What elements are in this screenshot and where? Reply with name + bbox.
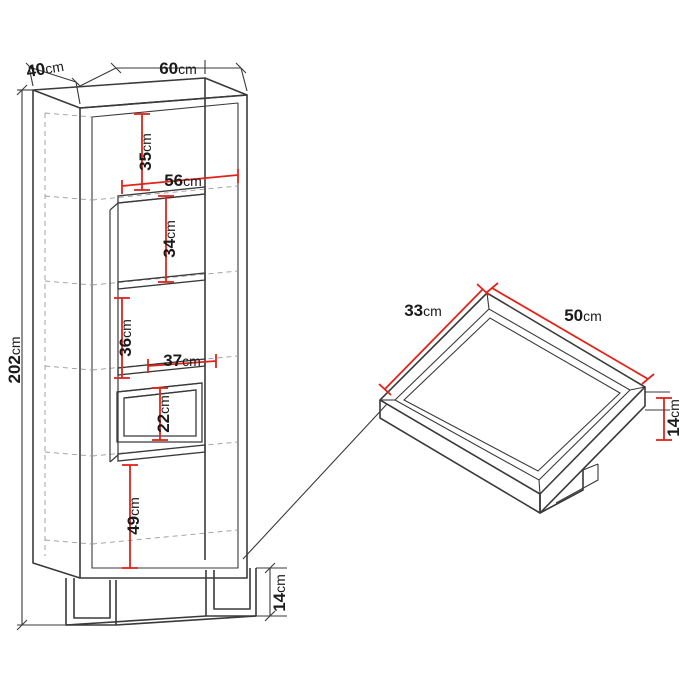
label-compartment-4-height: 49cm	[124, 497, 143, 535]
label-leg-height: 14cm	[270, 574, 289, 612]
svg-text:50cm: 50cm	[564, 306, 602, 325]
svg-text:60cm: 60cm	[159, 59, 197, 78]
svg-text:36cm: 36cm	[116, 319, 135, 357]
svg-text:34cm: 34cm	[160, 220, 179, 258]
svg-text:49cm: 49cm	[124, 497, 143, 535]
drawer-dimension-extension-lines	[645, 391, 670, 411]
cabinet-divider	[109, 202, 119, 463]
svg-text:14cm: 14cm	[664, 399, 683, 437]
cabinet-outline	[32, 77, 248, 579]
label-compartment-3-width: 37cm	[163, 351, 201, 370]
label-drawer-depth: 33cm	[404, 301, 442, 320]
label-compartment-3-height: 36cm	[116, 319, 135, 357]
cabinet-base-frame	[65, 568, 257, 626]
label-cabinet-depth: 40cm	[25, 56, 65, 81]
label-compartment-1-height: 35cm	[136, 133, 155, 171]
svg-text:33cm: 33cm	[404, 301, 442, 320]
label-drawer-width: 50cm	[564, 306, 602, 325]
svg-text:56cm: 56cm	[164, 171, 202, 190]
drawer-outline	[379, 292, 646, 514]
svg-text:14cm: 14cm	[270, 574, 289, 612]
label-drawer-height: 14cm	[664, 399, 683, 437]
cabinet-inner-frame	[91, 102, 239, 569]
cabinet-overall-dimension-lines	[16, 60, 287, 631]
label-cabinet-height: 202cm	[5, 336, 24, 383]
svg-text:22cm: 22cm	[154, 395, 173, 433]
label-shelf-inner-width: 56cm	[164, 171, 202, 190]
drawer-dimension-lines	[378, 282, 672, 441]
svg-text:202cm: 202cm	[5, 336, 24, 383]
label-cabinet-width: 60cm	[159, 59, 197, 78]
drawer-inner-lines	[380, 292, 646, 514]
svg-text:40cm: 40cm	[25, 56, 65, 81]
label-compartment-2-height: 34cm	[160, 220, 179, 258]
svg-text:35cm: 35cm	[136, 133, 155, 171]
cabinet-dimension-lines	[114, 113, 239, 569]
drawer-leader-line	[242, 403, 388, 560]
label-drawer-front-height: 22cm	[154, 395, 173, 433]
svg-text:37cm: 37cm	[163, 351, 201, 370]
